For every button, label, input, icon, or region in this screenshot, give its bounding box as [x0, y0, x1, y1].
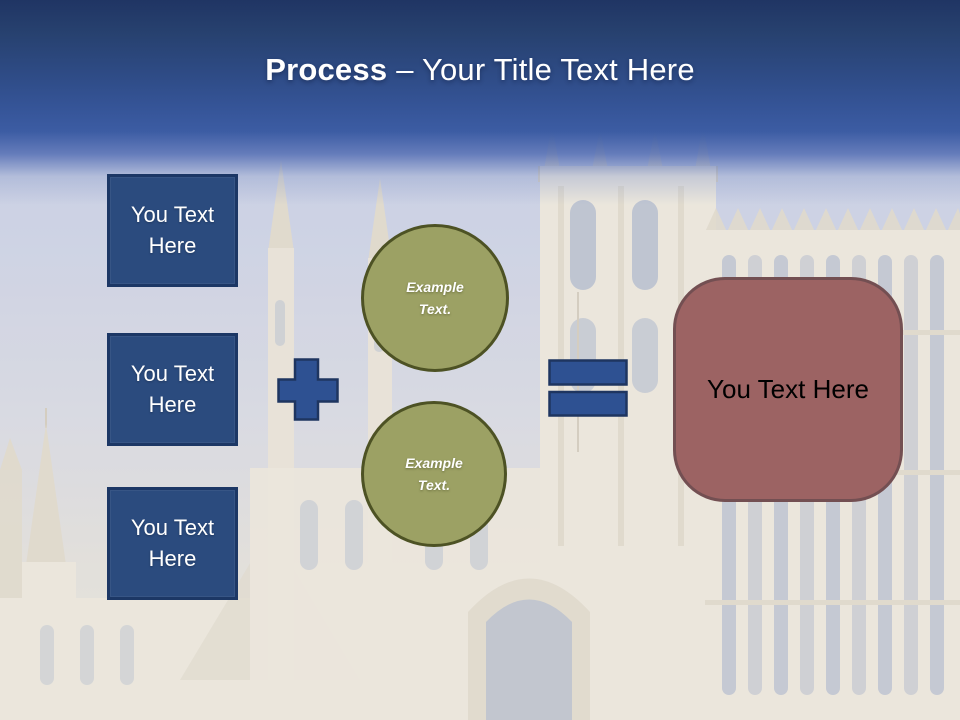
result-placeholder[interactable]: You Text Here	[673, 277, 903, 502]
text-placeholder-1-label: You Text Here	[130, 201, 215, 258]
text-placeholder-3-label: You Text Here	[130, 514, 215, 571]
example-circle-2[interactable]: Example Text.	[361, 401, 507, 547]
result-placeholder-label: You Text Here	[707, 374, 869, 404]
example-circle-1-label: Example Text.	[406, 278, 464, 317]
text-placeholder-3[interactable]: You Text Here	[107, 487, 238, 600]
example-circle-1[interactable]: Example Text.	[361, 224, 509, 372]
equals-icon	[548, 359, 628, 417]
slide-title-keyword: Process	[265, 52, 388, 87]
slide-title-rest: – Your Title Text Here	[396, 52, 695, 87]
plus-icon	[277, 358, 339, 421]
example-circle-2-label: Example Text.	[405, 454, 463, 493]
text-placeholder-2[interactable]: You Text Here	[107, 333, 238, 446]
text-placeholder-1[interactable]: You Text Here	[107, 174, 238, 287]
text-placeholder-2-label: You Text Here	[130, 360, 215, 417]
slide-title: Process– Your Title Text Here	[0, 52, 960, 88]
